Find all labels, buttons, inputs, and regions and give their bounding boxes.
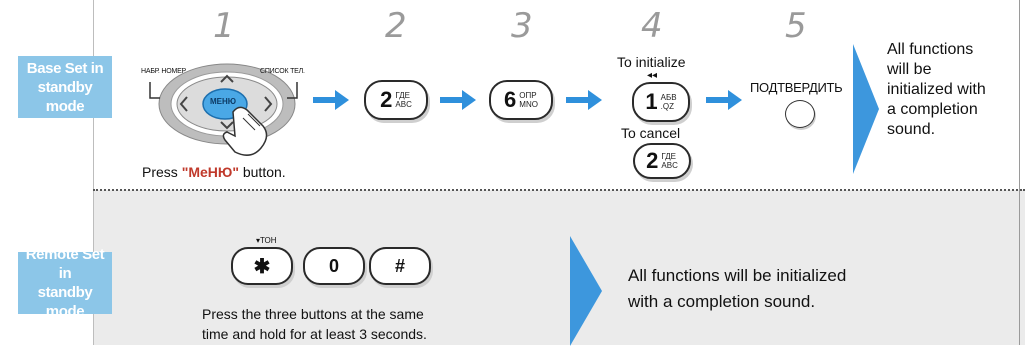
press-menu-suffix: button.: [238, 164, 286, 180]
press-menu-text: Press "МеНЮ" button.: [142, 164, 286, 180]
remote-label-line1: Remote Set in: [25, 246, 105, 282]
key-1-button[interactable]: 1 АБВ.QZ: [632, 82, 690, 122]
base-result-line2: will be: [887, 61, 932, 78]
flow-arrow-1: [313, 90, 349, 110]
confirm-button[interactable]: [785, 100, 815, 128]
star-key-digit: ✱: [253, 255, 271, 278]
result-chevron-bottom: [570, 236, 602, 346]
remote-set-label: Remote Set in standby mode: [18, 246, 112, 320]
key-1-letters-en: .QZ: [660, 102, 674, 111]
flow-arrow-2: [440, 90, 476, 110]
remote-press-line2: time and hold for at least 3 seconds.: [202, 326, 427, 342]
result-chevron-top: [853, 44, 879, 174]
key-2-digit: 2: [380, 87, 393, 112]
hash-key-digit: #: [394, 255, 405, 276]
key-6-letters-en: MNO: [519, 100, 538, 109]
remote-result-line2: with a completion sound.: [628, 292, 816, 311]
base-set-label: Base Set in standby mode: [18, 56, 112, 118]
star-key-button[interactable]: ✱: [231, 247, 293, 285]
section-divider: [93, 189, 1025, 191]
remote-press-line1: Press the three buttons at the same: [202, 306, 424, 322]
key-2b-digit: 2: [646, 148, 659, 173]
remote-press-text: Press the three buttons at the same time…: [202, 304, 427, 344]
to-initialize-label: To initialize: [617, 54, 686, 70]
flow-arrow-3: [566, 90, 602, 110]
flow-arrow-4: [706, 90, 742, 110]
key-2-letters-ru: ГДЕ: [395, 91, 410, 100]
key-2-letters-en: ABC: [395, 100, 412, 109]
redial-key-label: НАБР. НОМЕР: [141, 68, 187, 75]
key-1-digit: 1: [645, 89, 658, 114]
rewind-icon: ◂◂: [647, 70, 658, 81]
step-number-3: 3: [511, 6, 533, 46]
to-cancel-label: To cancel: [621, 125, 681, 141]
tone-label: ▾ТОН: [256, 236, 277, 245]
base-result-line5: sound.: [887, 121, 936, 138]
key-6-digit: 6: [504, 87, 517, 112]
zero-key-button[interactable]: 0: [303, 247, 365, 285]
key-1-letters-ru: АБВ: [660, 93, 677, 102]
key-2b-letters-en: ABC: [661, 161, 678, 170]
remote-result-text: All functions will be initialized with a…: [628, 263, 846, 315]
navigation-pad: [149, 63, 298, 156]
step-number-5: 5: [785, 6, 807, 46]
remote-label-line2: standby mode: [37, 284, 93, 320]
phonebook-key-label: СПИСОК ТЕЛ.: [260, 68, 305, 75]
step-number-4: 4: [641, 6, 663, 46]
base-result-line1: All functions: [887, 41, 974, 58]
hash-key-button[interactable]: #: [369, 247, 431, 285]
step-number-2: 2: [385, 6, 407, 46]
base-label-line1: Base Set in: [26, 59, 104, 77]
remote-result-line1: All functions will be initialized: [628, 266, 847, 285]
base-result-text: All functions will be initialized with a…: [887, 40, 986, 140]
press-menu-word: "МеНЮ": [181, 164, 239, 180]
key-2b-letters-ru: ГДЕ: [661, 152, 676, 161]
base-result-line4: a completion: [887, 101, 978, 118]
confirm-key-label: ПОДТВЕРДИТЬ: [750, 80, 843, 95]
step-number-1: 1: [213, 6, 235, 46]
right-border: [1019, 0, 1020, 345]
base-result-line3: initialized with: [887, 81, 986, 98]
press-menu-prefix: Press: [142, 164, 182, 180]
key-6-letters-ru: ОПР: [519, 91, 537, 100]
base-label-line2: standby mode: [37, 78, 93, 115]
zero-key-digit: 0: [328, 255, 339, 276]
menu-button-label[interactable]: МЕНЮ: [210, 97, 237, 106]
